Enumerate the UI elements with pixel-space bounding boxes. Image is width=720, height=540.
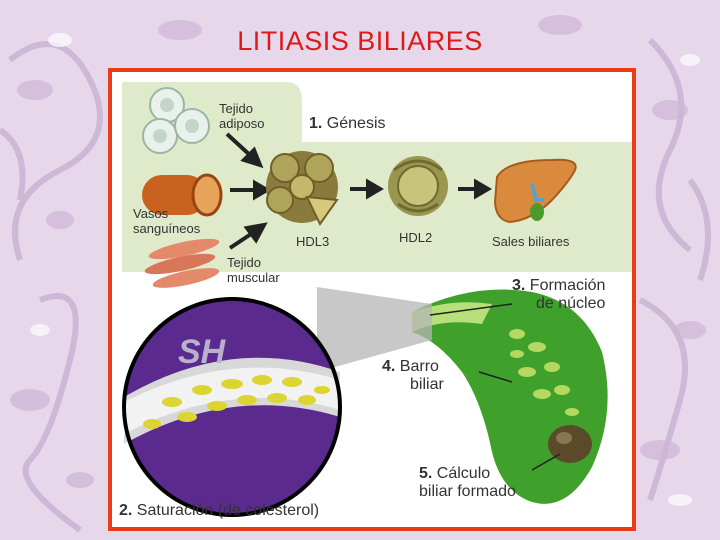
zoom-circle xyxy=(124,299,340,515)
hdl3-particle-icon xyxy=(266,151,338,224)
figure-frame: Tejido adiposo 1. Génesis Vasos sanguíne… xyxy=(108,68,636,531)
label-sales-biliares: Sales biliares xyxy=(492,234,569,249)
label-formacion-nucleo: 3. Formación de núcleo xyxy=(512,277,605,313)
slide-title: LITIASIS BILIARES xyxy=(0,26,720,57)
logo-sh: SH xyxy=(178,334,225,370)
label-hdl3: HDL3 xyxy=(296,234,329,249)
label-calculo-biliar: 5. Cálculo biliar formado xyxy=(419,465,516,501)
label-genesis: 1. Génesis xyxy=(309,115,386,133)
label-tejido-adiposo: Tejido adiposo xyxy=(219,101,265,131)
label-vasos-sanguineos: Vasos sanguíneos xyxy=(133,206,200,236)
hdl2-particle-icon xyxy=(388,156,448,216)
label-saturacion: 2. Saturación (de colesterol) xyxy=(119,502,319,520)
label-tejido-muscular: Tejido muscular xyxy=(227,255,280,285)
label-barro-biliar: 4. Barro biliar xyxy=(382,358,444,394)
label-hdl2: HDL2 xyxy=(399,230,432,245)
